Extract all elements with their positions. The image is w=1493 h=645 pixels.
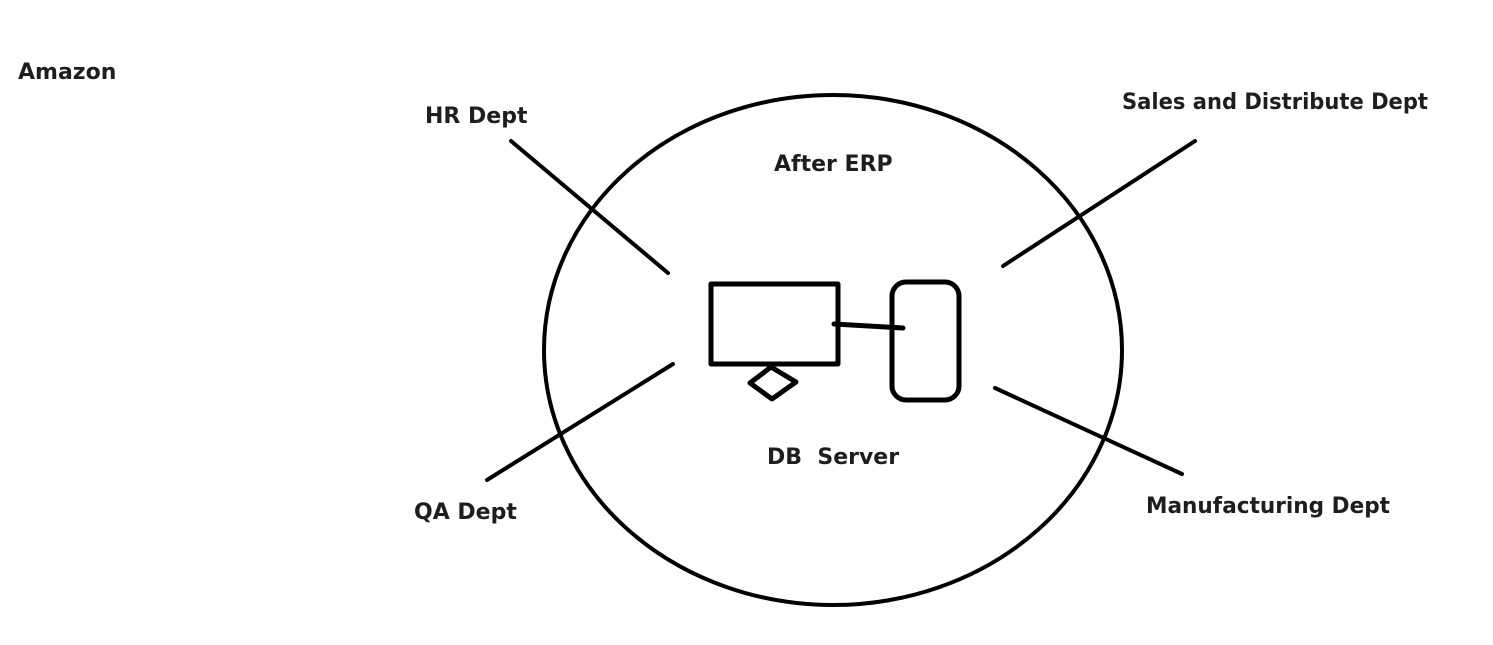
db-server-label: DB Server bbox=[767, 445, 899, 470]
company-label: Amazon bbox=[18, 60, 116, 85]
hr-dept-label: HR Dept bbox=[425, 104, 528, 129]
manufacturing-connector-line bbox=[993, 386, 1184, 476]
qa-connector-line bbox=[485, 362, 675, 482]
hr-connector-line bbox=[509, 139, 670, 275]
center-title-label: After ERP bbox=[774, 152, 893, 177]
manufacturing-dept-label: Manufacturing Dept bbox=[1146, 494, 1390, 519]
monitor-stand-icon bbox=[747, 364, 799, 402]
sales-connector-line bbox=[1001, 139, 1197, 268]
monitor-icon bbox=[708, 281, 841, 367]
qa-dept-label: QA Dept bbox=[414, 500, 517, 525]
sales-dept-label: Sales and Distribute Dept bbox=[1122, 90, 1428, 115]
db-server-icon bbox=[889, 279, 962, 403]
erp-boundary-ellipse bbox=[542, 93, 1124, 607]
